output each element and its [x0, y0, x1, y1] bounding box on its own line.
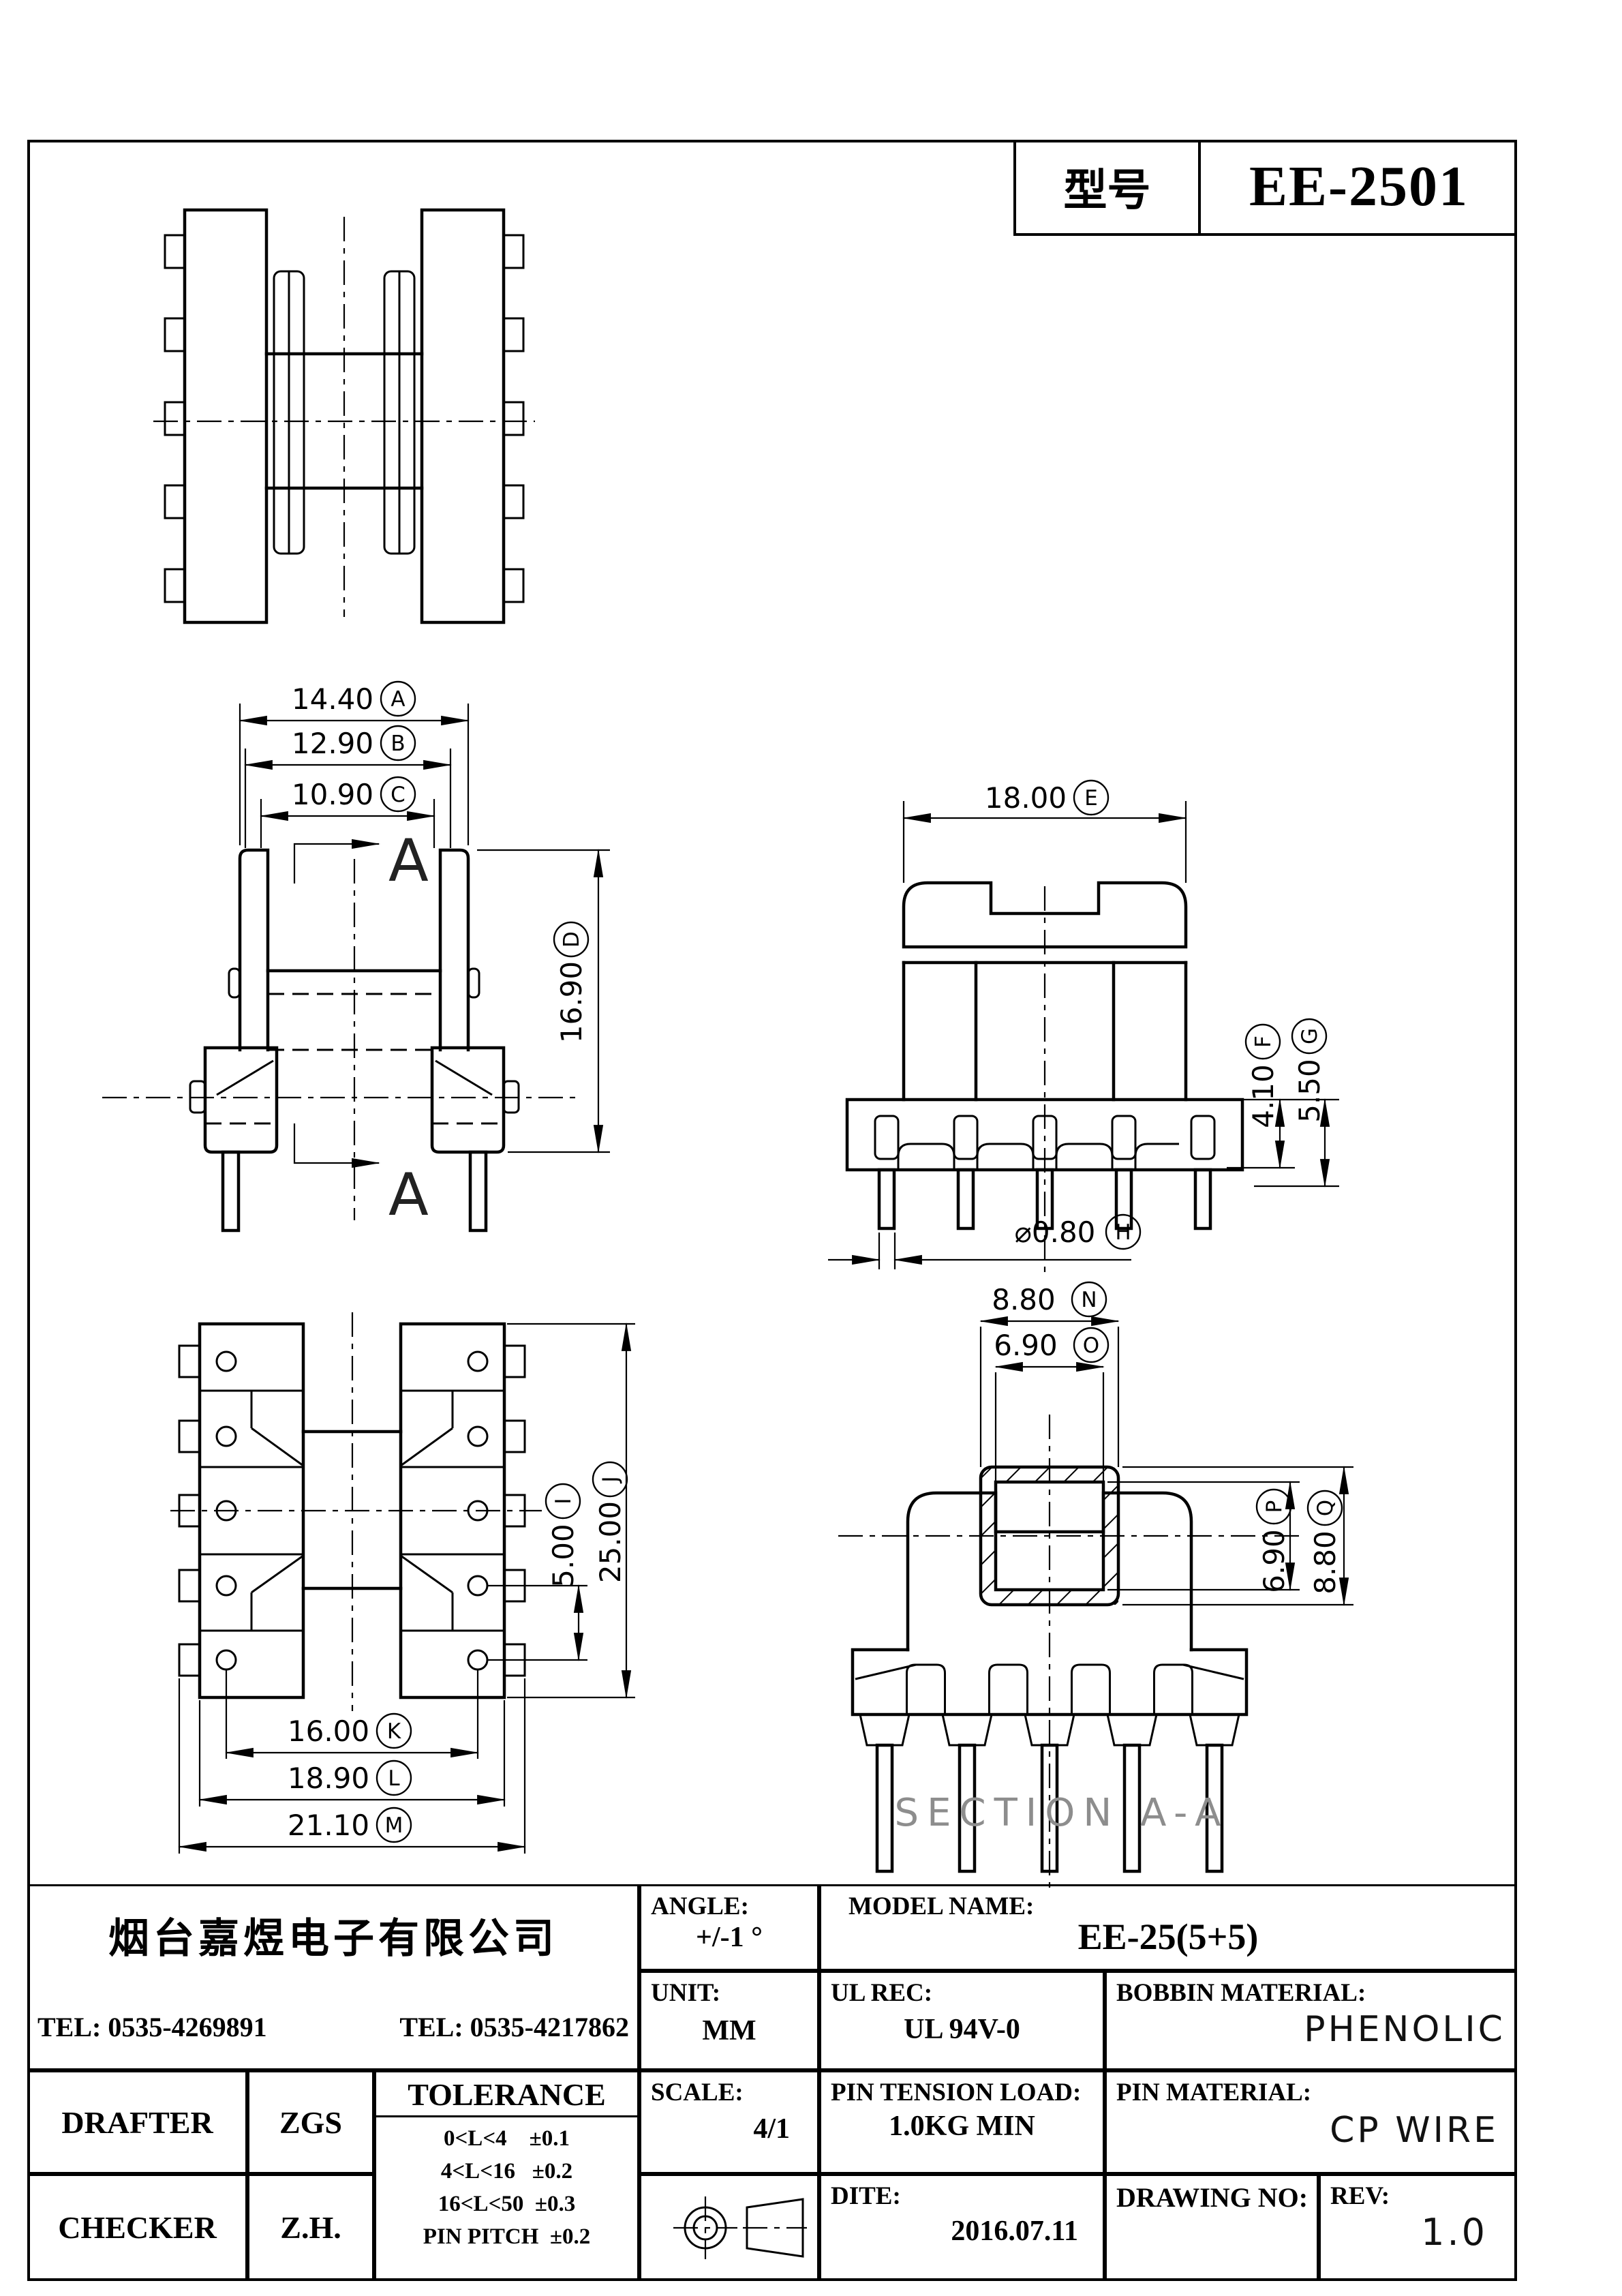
dim-a-letter: A: [391, 687, 405, 712]
dite-value: 2016.07.11: [951, 2216, 1078, 2247]
projection-cell: [639, 2174, 819, 2281]
dim-n-letter: N: [1081, 1288, 1097, 1312]
dim-b-value: 12.90: [292, 727, 373, 760]
tolerance-row: 0<L<4 ±0.1: [444, 2126, 570, 2151]
dim-o-value: 6.90: [994, 1329, 1058, 1362]
scale-value: 4/1: [753, 2113, 790, 2145]
dim-f-value: 4.10: [1246, 1064, 1280, 1128]
unit-label: UNIT:: [651, 1979, 721, 2007]
section-caption: SECTION A-A: [895, 1791, 1229, 1835]
front-view: 14.40 A 12.90 B 10.90 C: [102, 680, 610, 1233]
dim-o-letter: O: [1083, 1333, 1099, 1358]
dim-j-value: 25.00: [594, 1501, 627, 1583]
pin-material-label: PIN MATERIAL:: [1116, 2079, 1312, 2106]
pin-material-value: CP WIRE: [1330, 2110, 1499, 2151]
dim-m-letter: M: [385, 1813, 403, 1838]
dim-g-letter: G: [1298, 1028, 1322, 1044]
angle-cell: ANGLE: +/-1 °: [639, 1884, 819, 1971]
pin-material-cell: PIN MATERIAL: CP WIRE: [1105, 2070, 1517, 2174]
dite-label: DITE:: [831, 2182, 901, 2210]
tolerance-row: 4<L<16 ±0.2: [440, 2158, 573, 2184]
bottom-view: 5.00 I 25.00 J 16.00 K 18.90 L 21.10: [170, 1312, 635, 1854]
dim-e-letter: E: [1084, 786, 1098, 811]
dim-g-value: 5.50: [1293, 1059, 1326, 1123]
company-tel-2: TEL: 0535-4217862: [399, 2012, 629, 2042]
section-arrow-letter-bottom: A: [388, 1161, 429, 1229]
bobbin-material-label: BOBBIN MATERIAL:: [1116, 1979, 1366, 2007]
drafter-value: ZGS: [279, 2104, 343, 2140]
drafter-label-cell: DRAFTER: [27, 2070, 247, 2174]
drawing-no-label: DRAWING NO:: [1116, 2182, 1309, 2213]
projection-symbol-icon: [673, 2196, 807, 2259]
model-name-value: EE-25(5+5): [1077, 1916, 1259, 1957]
side-view: 18.00 E 4.10 F: [828, 779, 1339, 1275]
rev-cell: REV: 1.0: [1319, 2174, 1517, 2281]
dim-k-value: 16.00: [288, 1715, 369, 1748]
company-name: 烟台嘉煜电子有限公司: [108, 1916, 558, 1961]
dim-c-value: 10.90: [292, 778, 373, 811]
rev-value: 1.0: [1421, 2211, 1488, 2254]
ul-rec-value: UL 94V-0: [904, 2014, 1020, 2045]
pin-tension-value: 1.0KG MIN: [889, 2111, 1035, 2142]
checker-label-cell: CHECKER: [27, 2174, 247, 2281]
angle-label: ANGLE:: [651, 1892, 749, 1920]
unit-cell: UNIT: MM: [639, 1971, 819, 2070]
rev-label: REV:: [1330, 2182, 1390, 2210]
model-number-label: 型号: [1016, 140, 1201, 233]
drafter-value-cell: ZGS: [247, 2070, 374, 2174]
dim-p-value: 6.90: [1257, 1529, 1291, 1593]
scale-label: SCALE:: [651, 2079, 744, 2106]
tolerance-cell: TOLERANCE 0<L<4 ±0.1 4<L<16 ±0.2 16<L<50…: [374, 2070, 639, 2281]
title-block: 烟台嘉煜电子有限公司 TEL: 0535-4269891 TEL: 0535-4…: [27, 1884, 1517, 2281]
scale-cell: SCALE: 4/1: [639, 2070, 819, 2174]
dim-n-value: 8.80: [992, 1283, 1056, 1316]
angle-value: +/-1 °: [696, 1922, 763, 1953]
unit-value: MM: [702, 2015, 756, 2046]
dim-i-letter: I: [551, 1498, 576, 1504]
tolerance-row: PIN PITCH ±0.2: [423, 2224, 591, 2249]
drawing-no-cell: DRAWING NO:: [1105, 2174, 1319, 2281]
model-name-label: MODEL NAME:: [848, 1892, 1035, 1920]
dim-d-value: 16.90: [555, 961, 588, 1043]
dite-cell: DITE: 2016.07.11: [819, 2174, 1105, 2281]
dim-l-value: 18.90: [288, 1762, 369, 1795]
section-view: 8.80 N 6.90 O: [838, 1281, 1353, 1888]
dim-a-value: 14.40: [292, 682, 373, 716]
dim-i-value: 5.00: [547, 1524, 580, 1588]
dim-c-letter: C: [391, 783, 406, 807]
dim-p-letter: P: [1262, 1500, 1287, 1513]
checker-value: Z.H.: [280, 2210, 341, 2245]
dim-j-letter: J: [598, 1476, 623, 1483]
ul-rec-cell: UL REC: UL 94V-0: [819, 1971, 1105, 2070]
dim-h-value: ⌀0.80: [1015, 1215, 1096, 1249]
dim-q-letter: Q: [1313, 1500, 1338, 1516]
drafter-label: DRAFTER: [61, 2104, 213, 2140]
company-tel-1: TEL: 0535-4269891: [37, 2012, 267, 2042]
dim-l-letter: L: [388, 1766, 400, 1791]
pin-tension-cell: PIN TENSION LOAD: 1.0KG MIN: [819, 2070, 1105, 2174]
pin-tension-label: PIN TENSION LOAD:: [831, 2079, 1082, 2106]
dim-q-value: 8.80: [1309, 1530, 1342, 1595]
section-arrow-letter-top: A: [388, 827, 429, 895]
dim-k-letter: K: [387, 1719, 401, 1744]
model-number-box: 型号 EE-2501: [1013, 140, 1517, 236]
dim-b-letter: B: [391, 731, 405, 756]
bobbin-material-value: PHENOLIC: [1304, 2009, 1505, 2050]
checker-value-cell: Z.H.: [247, 2174, 374, 2281]
tolerance-row: 16<L<50 ±0.3: [438, 2191, 576, 2216]
dim-h-letter: H: [1115, 1220, 1131, 1245]
ul-rec-label: UL REC:: [831, 1979, 933, 2007]
dim-m-value: 21.10: [288, 1809, 369, 1842]
dim-d-letter: D: [560, 931, 584, 948]
model-name-cell: MODEL NAME: EE-25(5+5): [819, 1884, 1517, 1971]
bobbin-material-cell: BOBBIN MATERIAL: PHENOLIC: [1105, 1971, 1517, 2070]
model-number-value: EE-2501: [1249, 155, 1469, 218]
tolerance-title: TOLERANCE: [376, 2072, 637, 2117]
checker-label: CHECKER: [58, 2210, 217, 2245]
dim-f-letter: F: [1251, 1036, 1276, 1048]
top-view: [153, 208, 535, 624]
company-cell: 烟台嘉煜电子有限公司 TEL: 0535-4269891 TEL: 0535-4…: [27, 1884, 639, 2070]
dim-e-value: 18.00: [985, 781, 1067, 815]
